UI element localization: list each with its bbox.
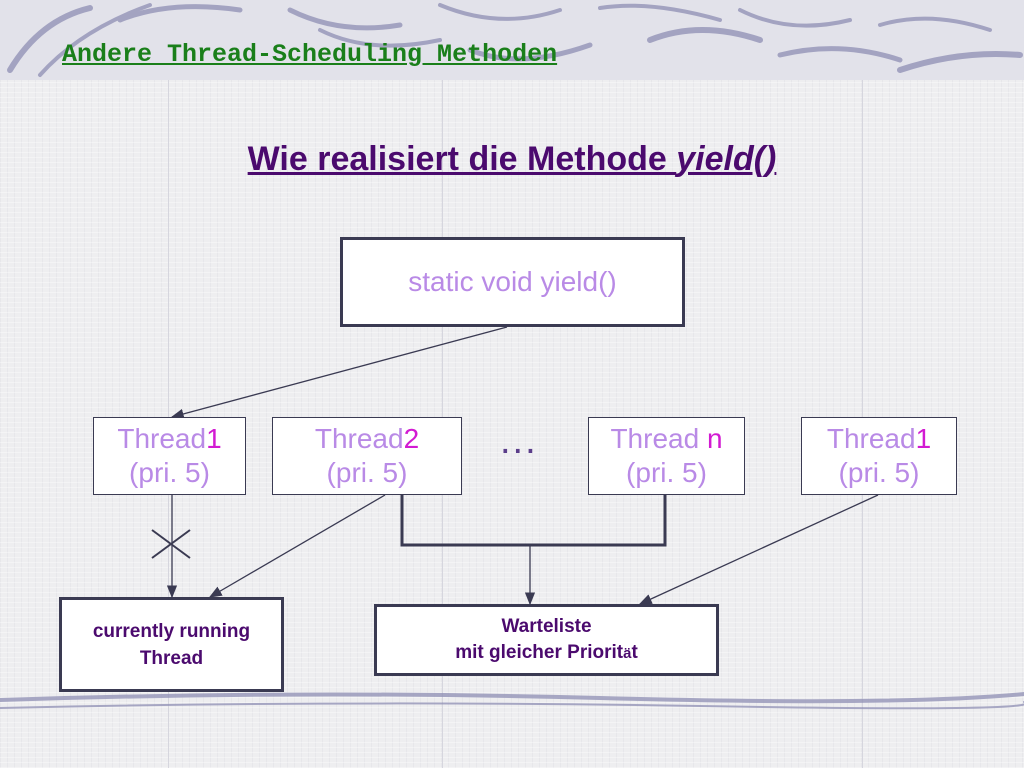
thread-name: Thread2 [315, 422, 419, 456]
thread-label: Thread [314, 423, 404, 454]
yield-label: static void yield() [408, 266, 617, 297]
thread-name: Thread n [610, 422, 722, 456]
thread-box-1-waiting: Thread1 (pri. 5) [801, 417, 957, 495]
thread-number: n [706, 423, 723, 454]
thread-name: Thread1 [117, 422, 221, 456]
waitlist-text: mit gleicher Priorit [455, 641, 624, 663]
running-line2: Thread [139, 647, 204, 669]
thread-label: Thread [610, 423, 707, 454]
arrow-yield-to-thread1 [170, 326, 508, 419]
thread-number: 1 [206, 423, 222, 454]
thread-priority: (pri. 5) [326, 457, 408, 488]
thread-number: 1 [915, 423, 932, 454]
thread-box-1: Thread1 (pri. 5) [93, 417, 246, 495]
arrow-thread1b-to-waitlist [638, 494, 879, 605]
bracket-line [400, 495, 667, 547]
yield-box: static void yield() [340, 237, 685, 327]
cross-mark [151, 529, 191, 559]
waitlist-text-end: t [631, 641, 638, 663]
arrow-thread2-to-running [208, 494, 386, 598]
thread-priority: (pri. 5) [129, 457, 210, 488]
running-thread-box: currently running Thread [59, 597, 284, 692]
heading-prefix: Wie realisiert die Methode [247, 140, 677, 178]
thread-name: Thread1 [827, 422, 931, 456]
main-heading: Wie realisiert die Methode yield() [0, 140, 1024, 179]
thread-label: Thread [826, 423, 916, 454]
header-band [0, 0, 1024, 80]
thread-priority: (pri. 5) [838, 457, 920, 488]
waitlist-line1: Warteliste [501, 615, 592, 637]
thread-box-n: Thread n (pri. 5) [588, 417, 745, 495]
waitlist-box: Warteliste mit gleicher Priorität [374, 604, 719, 676]
thread-box-2: Thread2 (pri. 5) [272, 417, 462, 495]
thread-priority: (pri. 5) [626, 457, 707, 488]
waitlist-umlaut: ä [623, 644, 632, 662]
thread-label: Thread [117, 423, 207, 454]
heading-method: yield() [676, 140, 777, 178]
ellipsis: ... [500, 420, 538, 462]
running-line1: currently running [92, 620, 251, 642]
waitlist-line2: mit gleicher Priorität [455, 640, 638, 667]
header-title: Andere Thread-Scheduling Methoden [62, 40, 558, 69]
thread-number: 2 [403, 423, 420, 454]
